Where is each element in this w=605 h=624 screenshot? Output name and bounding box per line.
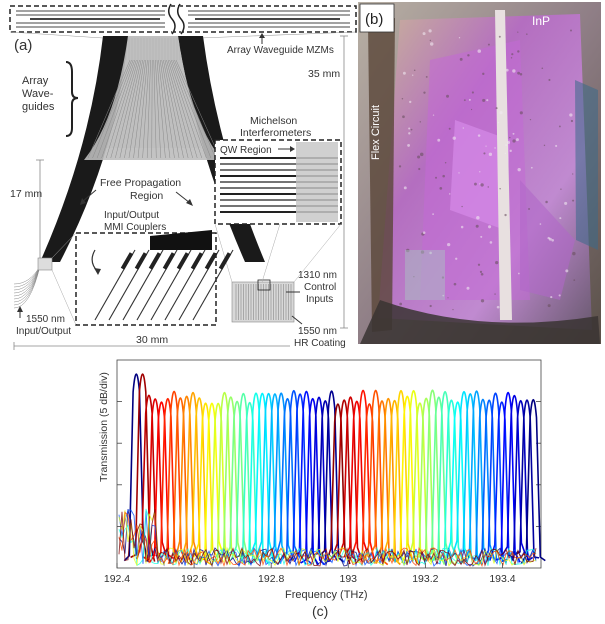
ctrl-label-3: Inputs (306, 294, 333, 305)
channel-trace (432, 390, 458, 561)
panel-c-label: (c) (312, 603, 328, 619)
channel-trace (463, 390, 490, 562)
fpr-label-2: Region (130, 190, 163, 202)
x-tick-label: 192.8 (258, 573, 284, 585)
panel-a-label: (a) (14, 37, 32, 54)
flex-circuit-label: Flex Circuit (370, 105, 382, 160)
noise-floor-trace (118, 509, 537, 568)
x-axis: 192.4 192.6 192.8 193 193.2 193.4 (104, 563, 516, 585)
mzm-label: Array Waveguide MZMs (227, 45, 334, 56)
io-label-1: 1550 nm (26, 314, 65, 325)
array-label-2: Wave- (22, 88, 54, 100)
panel-a-schematic: Array Waveguide MZMs (a) Array Wave- gui… (9, 3, 357, 350)
mi-waveguides (220, 157, 338, 213)
spectrum-traces (118, 373, 546, 568)
mmi-label-2: MMI Couplers (104, 222, 166, 233)
panel-b-label: (b) (365, 11, 383, 28)
x-tick-label: 193 (340, 573, 358, 585)
dim-17-label: 17 mm (10, 188, 42, 200)
x-tick-label: 192.4 (104, 573, 130, 585)
output-block (231, 281, 295, 323)
noise-floor-trace (118, 509, 537, 568)
qw-label: QW Region (220, 145, 272, 156)
break-mark (168, 3, 185, 35)
array-label-1: Array (22, 75, 49, 87)
fpr-label-1: Free Propagation (100, 177, 181, 189)
inp-label: InP (532, 14, 550, 28)
channel-trace (362, 389, 389, 566)
x-axis-label: Frequency (THz) (285, 589, 368, 601)
channel-trace (130, 373, 156, 562)
io-label-2: Input/Output (16, 326, 71, 337)
channel-trace (520, 398, 546, 565)
dim-35-label: 35 mm (308, 68, 340, 80)
mmi-label-1: Input/Output (104, 210, 159, 221)
mmi-couplers (94, 249, 234, 321)
input-waveguides (13, 265, 41, 309)
left-fan-arm (40, 36, 128, 262)
array-label-3: guides (22, 101, 55, 113)
array-body (84, 36, 222, 160)
mi-label-2: Interferometers (240, 127, 311, 139)
hr-label-1: 1550 nm (298, 326, 337, 337)
panel-b-photo: (b) InP Flex Circuit (358, 2, 601, 344)
array-brace (65, 61, 79, 137)
y-axis-label: Transmission (5 dB/div) (98, 372, 110, 482)
panel-b-label-box (359, 3, 395, 33)
hr-label-2: HR Coating (294, 338, 346, 349)
channel-trace (482, 392, 508, 563)
channel-trace (319, 390, 345, 563)
channel-trace (350, 389, 376, 564)
ctrl-label-1: 1310 nm (298, 270, 337, 281)
x-tick-label: 193.2 (412, 573, 438, 585)
channel-trace (400, 389, 427, 564)
x-tick-label: 193.4 (489, 573, 515, 585)
channel-trace (230, 392, 257, 560)
mzm-lines (16, 10, 350, 28)
panel-c-chart: 192.4 192.6 192.8 193 193.2 193.4 Transmissio… (98, 359, 546, 619)
ctrl-label-2: Control (304, 282, 336, 293)
x-tick-label: 192.6 (181, 573, 207, 585)
mi-label-1: Michelson (250, 115, 297, 127)
dim-30-label: 30 mm (136, 334, 168, 346)
